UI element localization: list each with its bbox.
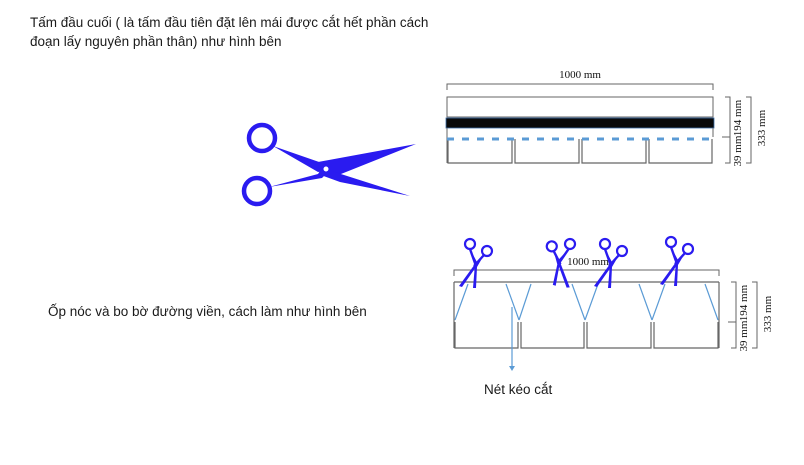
ridge-cap-diagram: 1000 mm 194 mm 39 mm 333 mm <box>453 232 774 371</box>
scissors-icon <box>457 237 494 290</box>
dimension-194: 194 mm <box>738 284 750 321</box>
end-sheet-diagram: 1000 mm 194 mm 39 mm 333 mm <box>445 69 768 166</box>
dimension-333: 333 mm <box>756 109 768 146</box>
width-dimension-label: 1000 mm <box>559 69 601 81</box>
dimension-333: 333 mm <box>762 295 774 332</box>
dimension-39: 39 mm <box>738 320 750 351</box>
end-sheet-caption: Tấm đầu cuối ( là tấm đầu tiên đặt lên m… <box>30 15 429 49</box>
scissors-icon <box>658 235 695 288</box>
ridge-cap-caption: Ốp nóc và bo bờ đường viền, cách làm như… <box>48 304 367 319</box>
width-dimension-label: 1000 mm <box>567 256 609 268</box>
adhesive-strip <box>445 117 715 129</box>
cut-lines <box>454 283 719 321</box>
cut-line-callout-label: Nét kéo cắt <box>484 382 553 397</box>
scissors-icon <box>241 122 416 207</box>
dimension-194: 194 mm <box>732 99 744 136</box>
dimension-39: 39 mm <box>732 135 744 166</box>
